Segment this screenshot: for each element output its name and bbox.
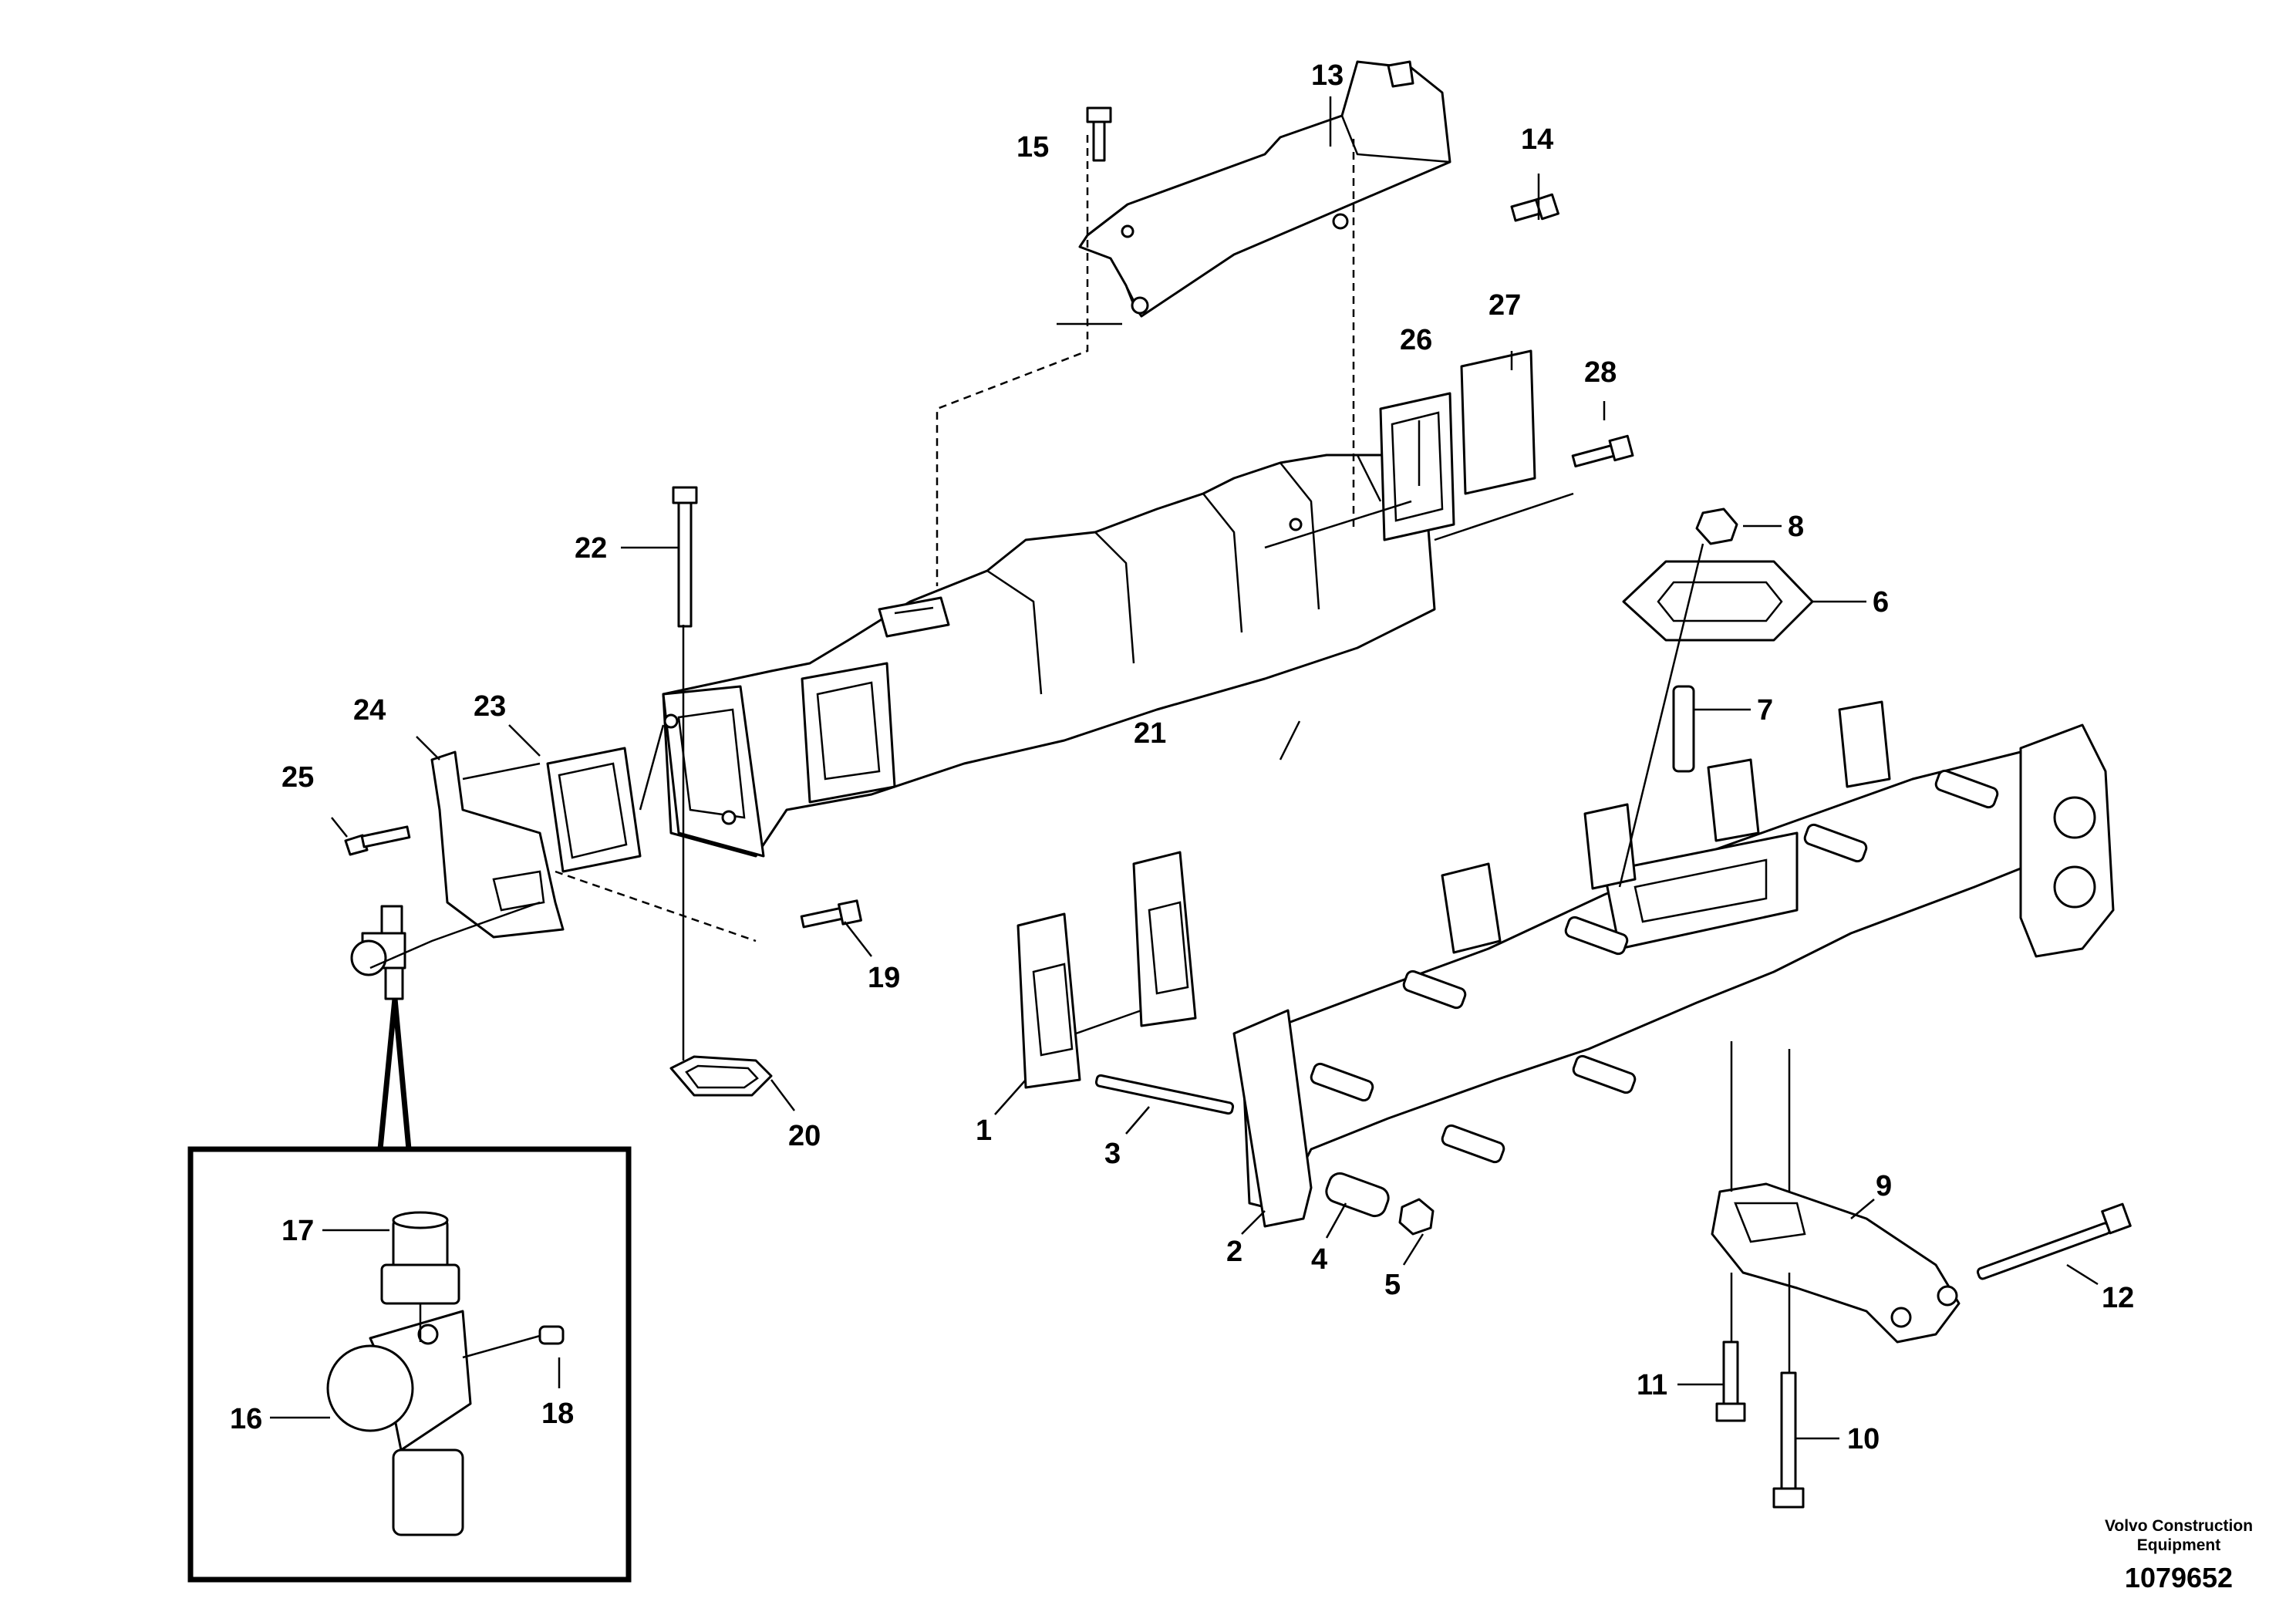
bracket-24 [430,750,565,939]
bolt-12 [1976,1202,2132,1280]
spacer-4 [1325,1172,1390,1218]
callout-4: 4 [1311,1243,1327,1276]
exhaust-manifold [1232,700,2115,1228]
gasket-23 [546,747,642,873]
callout-labels: 1 2 3 4 5 6 7 8 9 10 11 12 13 14 15 16 1… [230,59,2134,1455]
callout-19: 19 [868,962,900,994]
callout-11: 11 [1637,1369,1667,1401]
callout-8: 8 [1788,511,1804,543]
stud-3 [1094,1074,1235,1115]
callout-9: 9 [1876,1170,1892,1202]
fitting-17 [380,1211,460,1305]
heat-shield [1078,60,1451,318]
pin-18 [538,1325,565,1345]
callout-leaders [270,96,2099,1440]
callout-20: 20 [788,1120,821,1152]
nut-8 [1695,508,1738,545]
inlet-manifold [662,454,1436,858]
callout-14: 14 [1521,123,1553,156]
callout-21: 21 [1134,717,1166,750]
manifold-gasket-1 [1017,851,1197,1089]
bolt-19 [800,899,862,929]
callout-6: 6 [1873,586,1889,619]
callout-10: 10 [1847,1423,1880,1455]
callout-1: 1 [976,1114,992,1147]
callout-18: 18 [541,1398,574,1430]
callout-7: 7 [1757,694,1773,727]
reference-number: 1079652 [2125,1562,2233,1593]
credit-block: Volvo Construction Equipment 1079652 [2105,1517,2253,1593]
manifold-studs [1310,769,1999,1164]
nut-5 [1398,1198,1435,1236]
bolt-11 [1715,1340,1746,1422]
callout-5: 5 [1384,1269,1401,1301]
assembly-lines [369,135,1791,1373]
bolt-15 [1086,106,1112,162]
callout-26: 26 [1400,324,1432,356]
bolt-25 [344,825,411,856]
bolt-14 [1510,193,1559,222]
credit-line-1: Volvo Construction [2105,1517,2253,1535]
callout-27: 27 [1489,289,1521,322]
callout-13: 13 [1311,59,1344,92]
callout-23: 23 [474,690,506,723]
turbo-gasket-6 [1622,560,1814,642]
callout-24: 24 [353,694,386,727]
gasket-26 [1379,392,1455,541]
sensor-16 [326,1310,472,1536]
callout-17: 17 [282,1215,314,1247]
callout-16: 16 [230,1403,262,1435]
bolt-10 [1772,1371,1805,1509]
callout-28: 28 [1584,356,1617,389]
port-gaskets [1441,700,1891,954]
bolt-28 [1571,434,1634,468]
stud-7 [1672,685,1695,773]
sensor-assembly-small [350,905,406,1000]
callout-3: 3 [1104,1138,1121,1170]
callout-2: 2 [1226,1236,1242,1268]
callout-12: 12 [2102,1282,2134,1314]
credit-line-2: Equipment [2137,1536,2221,1554]
cover-plate-27 [1460,349,1536,495]
bolt-22 [672,486,698,628]
callout-15: 15 [1017,131,1049,164]
callout-22: 22 [575,532,607,565]
detail-inset [187,998,632,1583]
callout-25: 25 [282,761,314,794]
gasket-20 [669,1055,773,1097]
support-bracket-9 [1711,1182,1961,1344]
